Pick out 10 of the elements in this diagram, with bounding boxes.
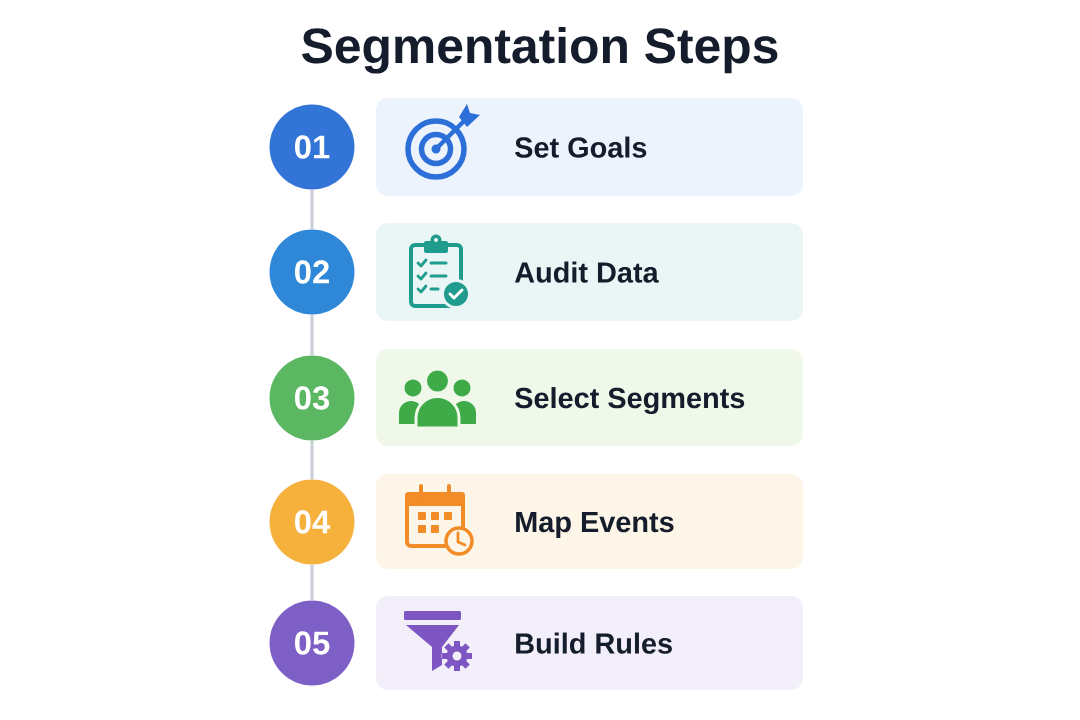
step-card: Map Events xyxy=(376,474,803,569)
diagram-title: Segmentation Steps xyxy=(302,26,778,74)
connector-line xyxy=(310,314,314,356)
connector-line xyxy=(310,189,314,230)
connector-line xyxy=(310,440,314,480)
step-card: Build Rules xyxy=(376,596,803,690)
step-card: Select Segments xyxy=(376,349,803,446)
step-card: Set Goals xyxy=(376,98,803,196)
connector-line xyxy=(310,564,314,601)
step-card: Audit Data xyxy=(376,223,803,321)
